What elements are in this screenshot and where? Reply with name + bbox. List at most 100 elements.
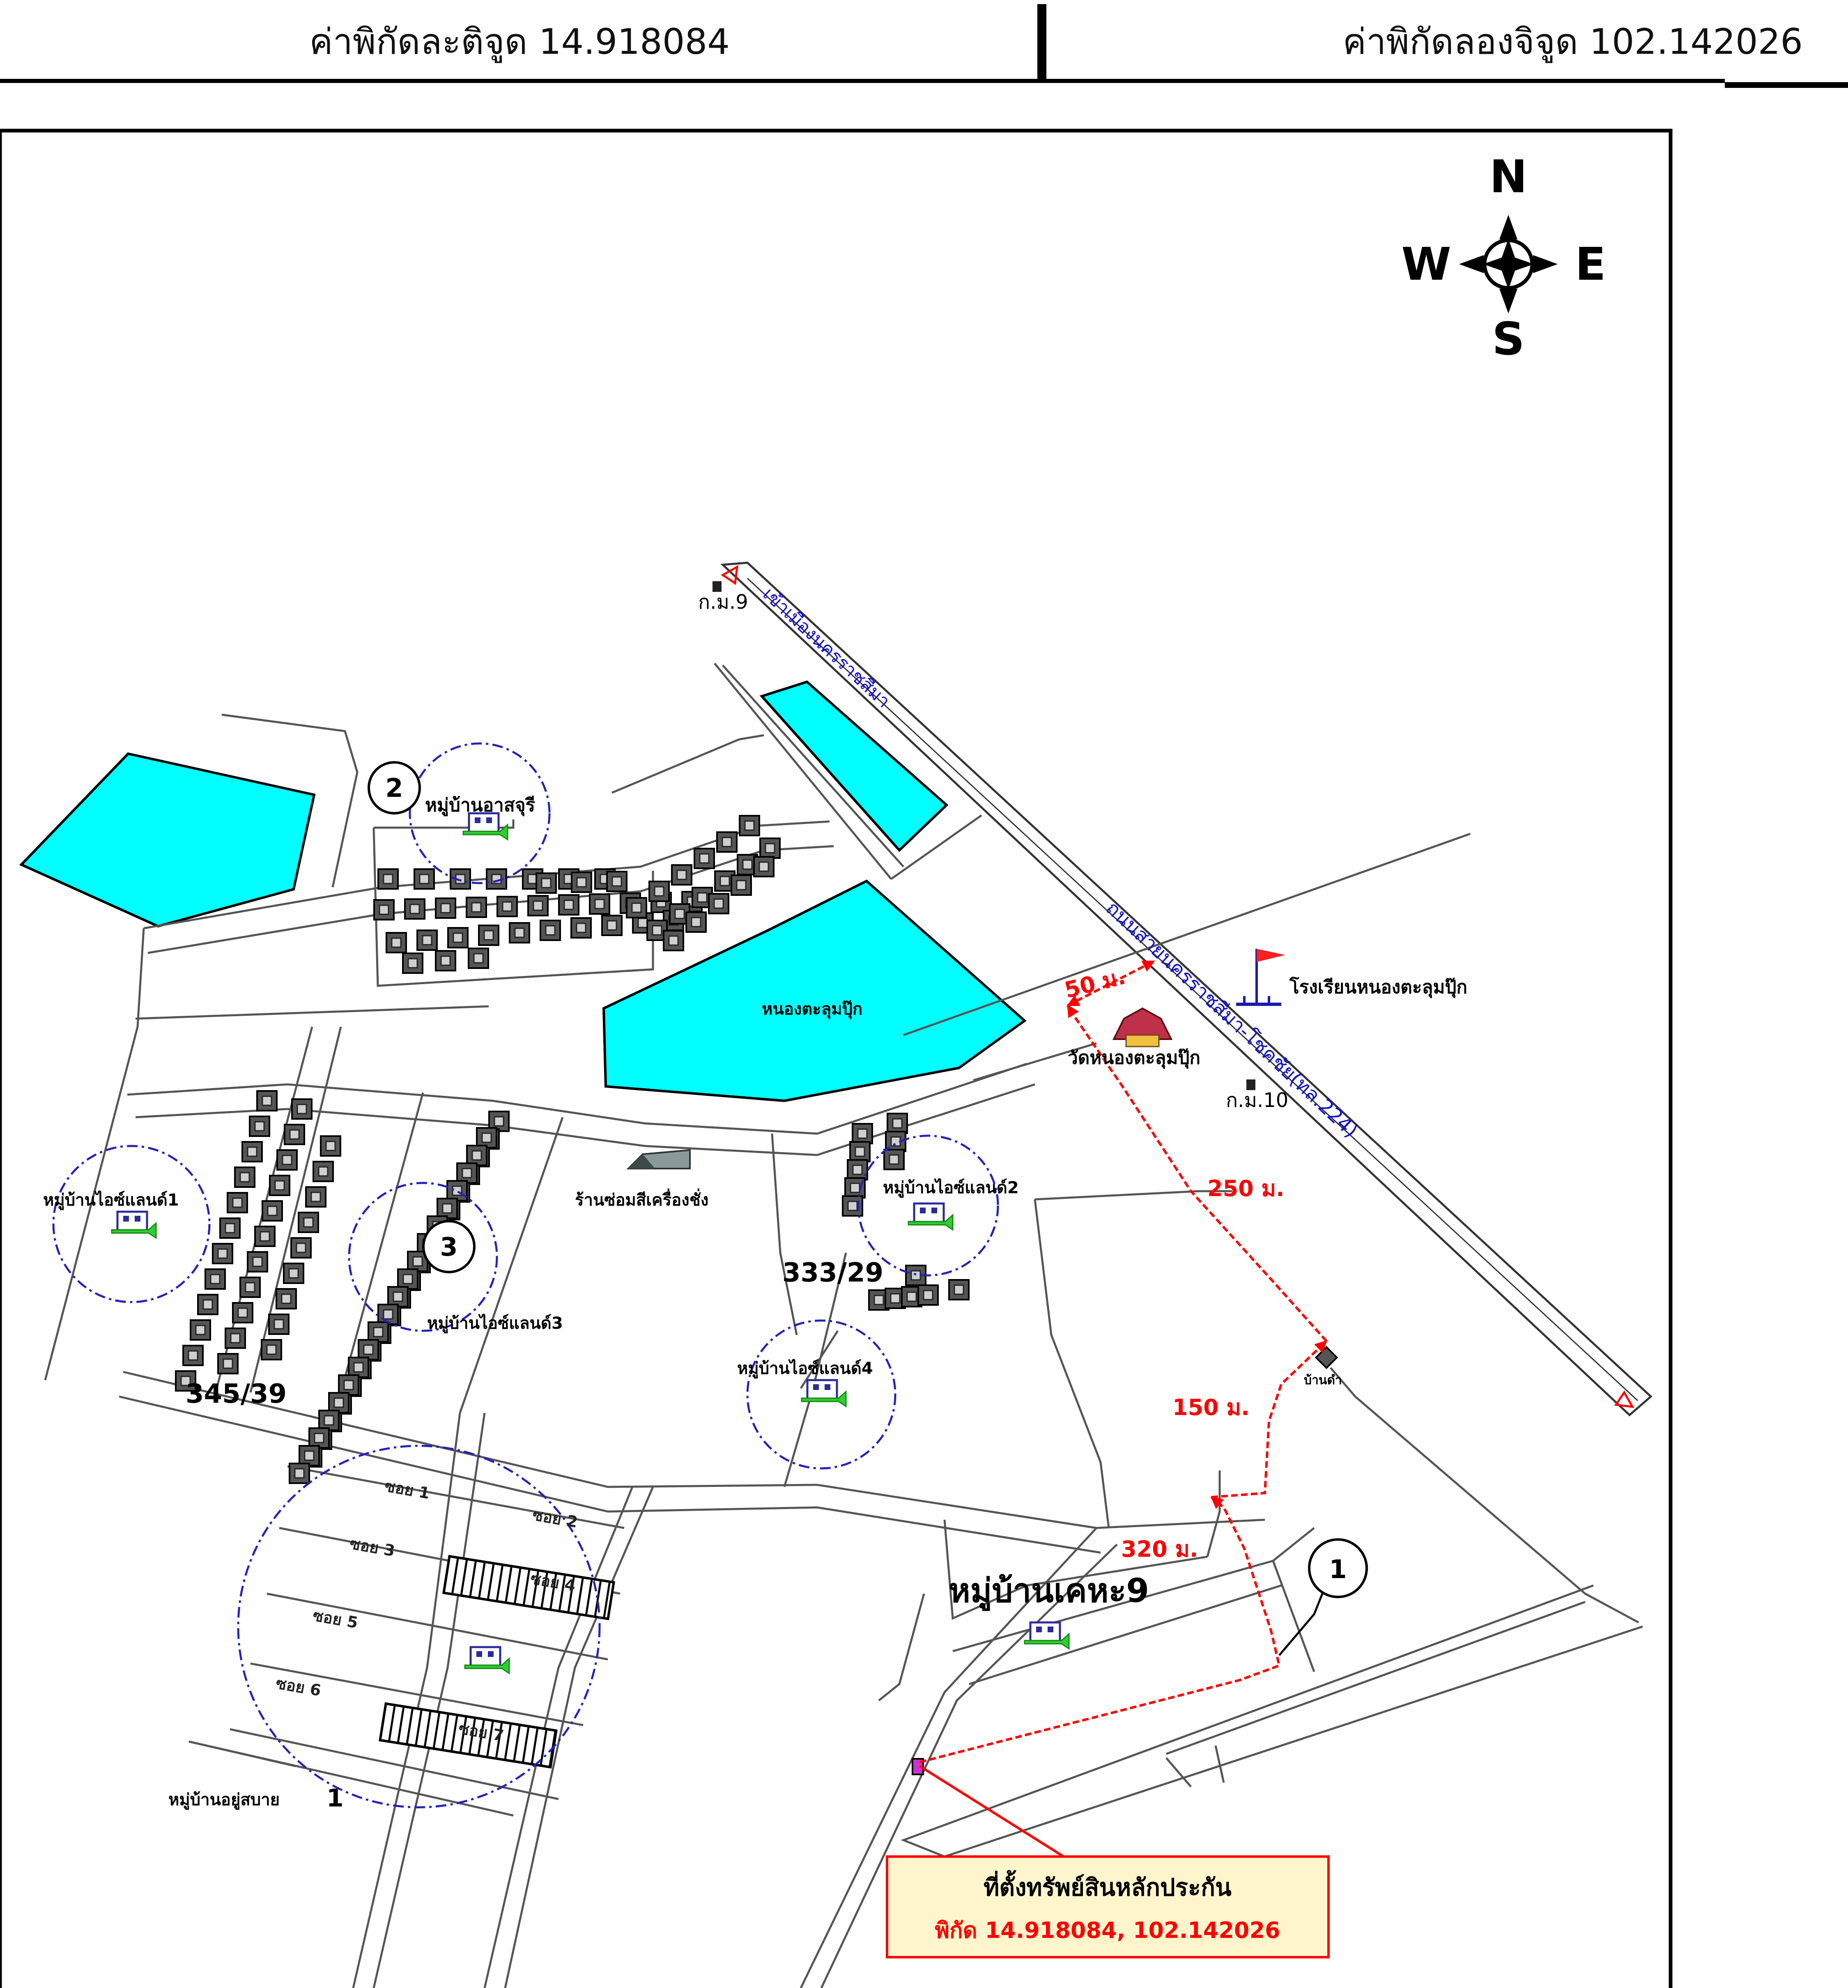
house-north-east [739, 815, 760, 836]
house-west [234, 1167, 255, 1188]
house-strip [368, 1321, 389, 1343]
school-label: โรงเรียนหนองตะลุมปุ๊ก [1289, 976, 1467, 999]
house-west [227, 1192, 248, 1213]
village-ideal4-label: หมู่บ้านไอซ์แลนด์4 [737, 1359, 873, 1378]
shop-label: ร้านซ่อมสีเครื่องชั่ง [575, 1188, 708, 1210]
house-strip [348, 1357, 369, 1378]
house-west [219, 1217, 241, 1239]
house-north [386, 932, 407, 953]
house-ideal2 [842, 1195, 863, 1217]
building-number-a: 345/39 [186, 1379, 287, 1409]
house-north-east [685, 911, 707, 933]
house-strip [387, 1286, 409, 1307]
house-west [182, 1345, 204, 1366]
house-north [404, 898, 425, 920]
coordinate-header: ค่าพิกัดละติจูด 14.918084 ค่าพิกัดลองจิจ… [0, 0, 1848, 88]
km9-marker-icon [713, 581, 722, 592]
circle-village-1 [237, 1445, 601, 1809]
house-north-east [759, 838, 781, 859]
house-north [414, 868, 435, 890]
house-west [241, 1141, 263, 1162]
village-1-number: 1 [326, 1784, 344, 1813]
house-west [276, 1288, 297, 1309]
circle-ideal3 [348, 1182, 498, 1332]
house-west [291, 1098, 313, 1120]
village-2-label: หมู่บ้านอาสจุรี [425, 795, 535, 817]
house-north [486, 868, 507, 890]
temple-icon [1112, 1007, 1173, 1047]
house-west [283, 1263, 304, 1284]
distance-250-label: 250 ม. [1207, 1176, 1285, 1201]
house-north [402, 953, 423, 974]
village-ideal1-label: หมู่บ้านไอซ์แลนด์1 [43, 1190, 179, 1210]
house-strip [338, 1374, 359, 1396]
house-ideal2 [917, 1284, 939, 1306]
house-ideal2 [883, 1149, 905, 1170]
house-north-east [694, 848, 715, 869]
km10-label: ก.ม.10 [1226, 1089, 1288, 1112]
building-number-b: 333/29 [782, 1258, 883, 1288]
house-north-east [648, 881, 670, 902]
house-west [320, 1135, 341, 1157]
header-rule-right [1725, 82, 1848, 88]
house-west [261, 1339, 282, 1360]
callout-3: 3 [422, 1220, 476, 1273]
property-box-coords: พิกัด 14.918084, 102.142026 [935, 1917, 1280, 1943]
pond-north [759, 680, 949, 852]
warehouse-icon [626, 1149, 691, 1169]
house-strip [466, 1145, 487, 1166]
header-divider [1037, 4, 1046, 82]
house-north-east [716, 831, 738, 853]
house-west [313, 1161, 334, 1182]
house-north [435, 897, 456, 919]
pond-west [19, 752, 316, 928]
compass-icon: N S W E [1401, 150, 1606, 365]
house-north [527, 895, 549, 916]
house-north [496, 896, 518, 917]
house-ideal2 [849, 1141, 871, 1162]
house-strip [328, 1392, 349, 1413]
house-north-east [708, 893, 729, 914]
village-circles [52, 742, 999, 1809]
village-kheha9-label: หมู่บ้านเคหะ9 [949, 1572, 1149, 1611]
house-north [558, 894, 579, 916]
compass-east: E [1575, 238, 1606, 290]
compass-west: W [1401, 238, 1451, 290]
house-strip [446, 1180, 468, 1201]
distance-150-label: 150 ม. [1172, 1394, 1250, 1420]
circle-ideal2 [857, 1134, 999, 1277]
row-building-north [442, 1555, 615, 1620]
circle-village-2 [409, 742, 551, 884]
village-1-label: หมู่บ้านอยู่สบาย [168, 1790, 280, 1810]
callout-2: 2 [368, 761, 421, 815]
callout-1-label: 1 [1329, 1554, 1347, 1584]
village-ideal3-label: หมู่บ้านไอซ์แลนด์3 [427, 1314, 563, 1333]
longitude-label: ค่าพิกัดลองจิจูด 102.142026 [1342, 21, 1803, 62]
property-info-box: ที่ตั้งทรัพย์สินหลักประกัน พิกัด 14.9180… [886, 1855, 1330, 1958]
house-strip [476, 1127, 497, 1148]
house-strip [437, 1198, 458, 1219]
property-box-title: ที่ตั้งทรัพย์สินหลักประกัน [984, 1870, 1232, 1901]
house-west [190, 1319, 211, 1341]
house-west [247, 1251, 268, 1272]
km9-label: ก.ม.9 [698, 591, 748, 614]
water-bodies [19, 680, 1027, 1102]
house-strip [308, 1427, 330, 1449]
small-house-label: บ้านดำ [1304, 1373, 1342, 1387]
house-north-east [663, 930, 684, 951]
village-ideal2-label: หมู่บ้านไอซ์แลนด์2 [883, 1178, 1019, 1198]
house-north [601, 915, 623, 936]
house-west [239, 1277, 261, 1298]
house-ideal2 [887, 1113, 908, 1134]
pond-main [602, 879, 1027, 1102]
house-west [249, 1116, 270, 1137]
house-north [570, 917, 592, 939]
house-north [468, 948, 489, 969]
house-north [509, 922, 530, 943]
house-west [290, 1237, 312, 1259]
house-north [416, 930, 438, 951]
house-west [269, 1175, 290, 1196]
house-west [217, 1353, 239, 1374]
house-west [276, 1149, 298, 1171]
